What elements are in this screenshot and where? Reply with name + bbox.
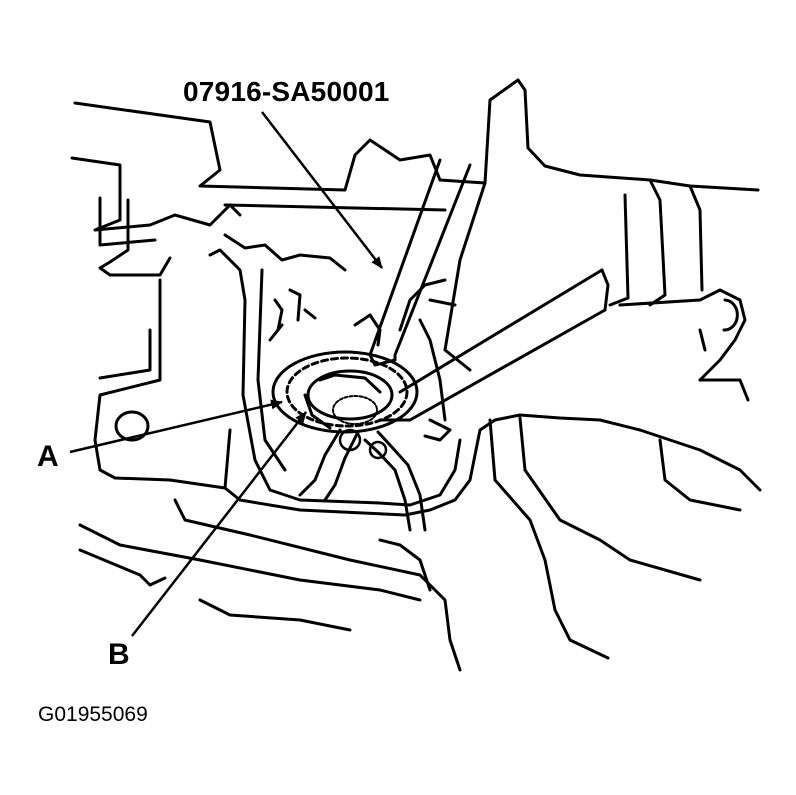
tool-handle-left-edge — [368, 158, 442, 357]
special-tool — [368, 158, 610, 422]
wrench-bar-bottom-edge — [408, 308, 607, 422]
engine-housing-outline — [70, 78, 762, 672]
seal-dashed-ring — [285, 356, 409, 428]
figure-id: G01955069 — [38, 703, 148, 726]
leader-a — [69, 399, 283, 454]
tool-handle-right-edge — [393, 163, 472, 357]
callout-label-a: A — [37, 440, 59, 473]
leader-tool — [261, 111, 383, 269]
tool-part-number-label: 07916-SA50001 — [183, 76, 390, 107]
callout-leaders — [69, 111, 383, 637]
shaft-spline — [332, 395, 378, 425]
callout-label-b: B — [108, 638, 130, 671]
seal-inner-ring — [306, 369, 394, 421]
leader-b — [131, 411, 307, 637]
wrench-bar-top-edge — [398, 268, 604, 394]
hose-cable — [298, 428, 427, 532]
